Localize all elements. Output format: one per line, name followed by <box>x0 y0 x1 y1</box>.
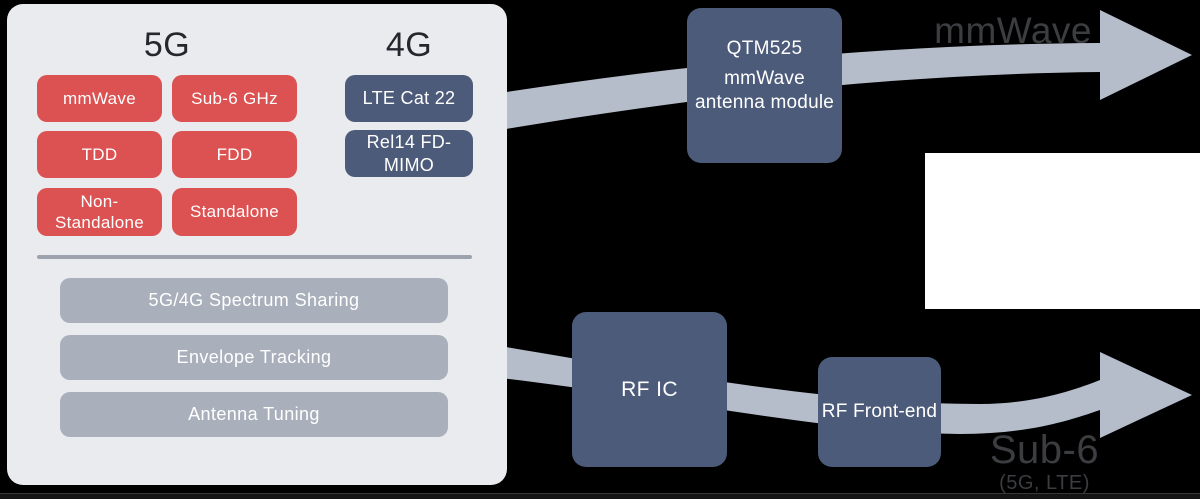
qtm525-subtitle: mmWave antenna module <box>694 68 835 113</box>
feature-envelope-tracking: Envelope Tracking <box>60 335 448 380</box>
qtm525-module-node: QTM525 mmWave antenna module <box>687 8 842 163</box>
chip-fdd: FDD <box>172 131 297 178</box>
bottom-edge-strip <box>0 493 1200 499</box>
capabilities-panel: 5G 4G mmWave Sub-6 GHz TDD FDD Non-Stand… <box>7 4 507 485</box>
sub6-flow-label: Sub-6 <box>989 428 1100 472</box>
qtm525-title: QTM525 <box>726 38 803 60</box>
chip-sub6ghz: Sub-6 GHz <box>172 75 297 122</box>
sub6-arrow-icon <box>500 346 1192 438</box>
chip-non-standalone: Non-Standalone <box>37 188 162 236</box>
5g-column-header: 5G <box>143 26 191 64</box>
chip-mmwave: mmWave <box>37 75 162 122</box>
feature-antenna-tuning: Antenna Tuning <box>60 392 448 437</box>
chip-lte-cat22: LTE Cat 22 <box>345 75 473 122</box>
chip-tdd: TDD <box>37 131 162 178</box>
rf-front-end-label: RF Front-end <box>821 401 938 422</box>
chip-rel14-fd-mimo: Rel14 FD-MIMO <box>345 130 473 177</box>
panel-divider <box>37 255 472 259</box>
feature-spectrum-sharing: 5G/4G Spectrum Sharing <box>60 278 448 323</box>
chip-standalone: Standalone <box>172 188 297 236</box>
rf-front-end-node: RF Front-end <box>818 357 941 467</box>
4g-column-header: 4G <box>385 26 433 64</box>
rfic-node: RF IC <box>572 312 727 467</box>
rfic-label: RF IC <box>621 377 678 401</box>
white-placeholder-block <box>925 153 1200 309</box>
sub6-flow-sublabel: (5G, LTE) <box>999 472 1090 494</box>
mmwave-arrow-icon <box>500 10 1192 130</box>
